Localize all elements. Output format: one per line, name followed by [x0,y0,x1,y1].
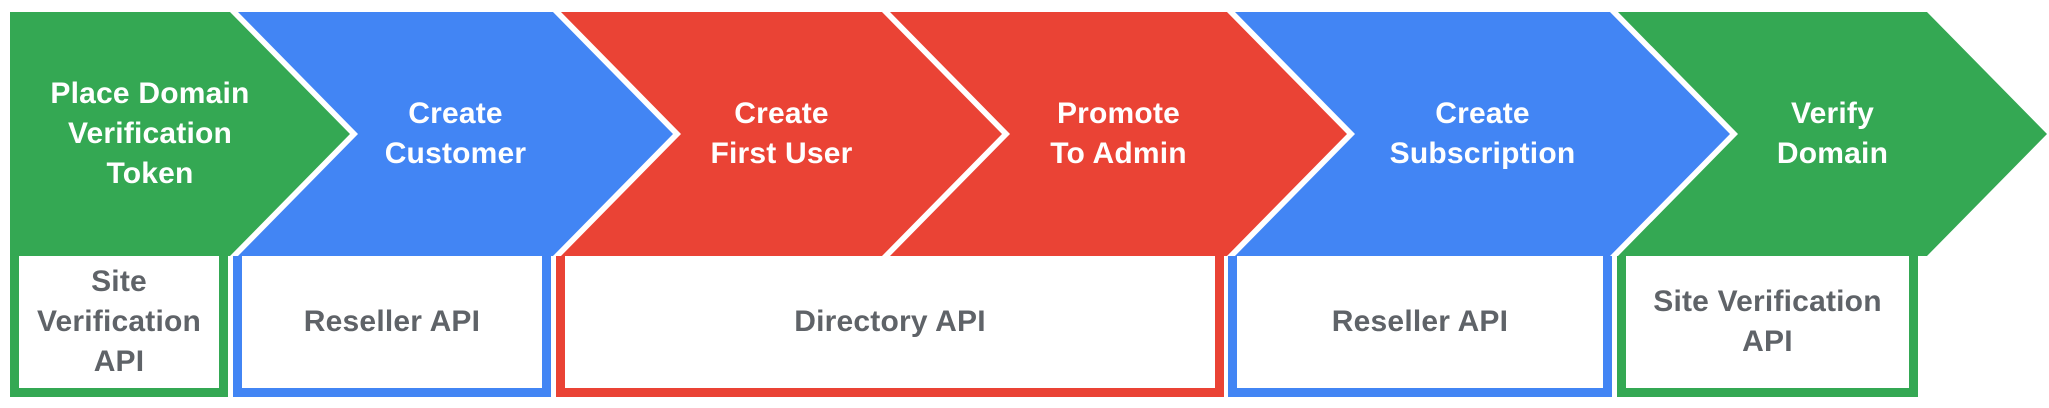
api-box-label: Site Verification API [1653,285,1882,358]
step-label: Promote To Admin [1050,97,1187,170]
step-label: Create Customer [384,97,527,170]
api-box-label: Reseller API [303,305,481,338]
api-box-label: Site Verification API [36,265,202,378]
api-box-site-verification-left: Site Verification API [10,256,228,397]
step-label: Place Domain Verification Token [50,77,250,190]
api-box-label: Reseller API [1331,305,1509,338]
step-label: Create Subscription [1389,97,1576,170]
api-box-reseller-right: Reseller API [1228,256,1612,397]
api-box-label: Directory API [794,305,986,338]
api-box-site-verification-right: Site Verification API [1617,256,1918,397]
step-label: Create First User [710,97,853,170]
api-box-directory: Directory API [556,256,1224,397]
step-label: Verify Domain [1776,97,1889,170]
api-box-reseller-left: Reseller API [233,256,551,397]
